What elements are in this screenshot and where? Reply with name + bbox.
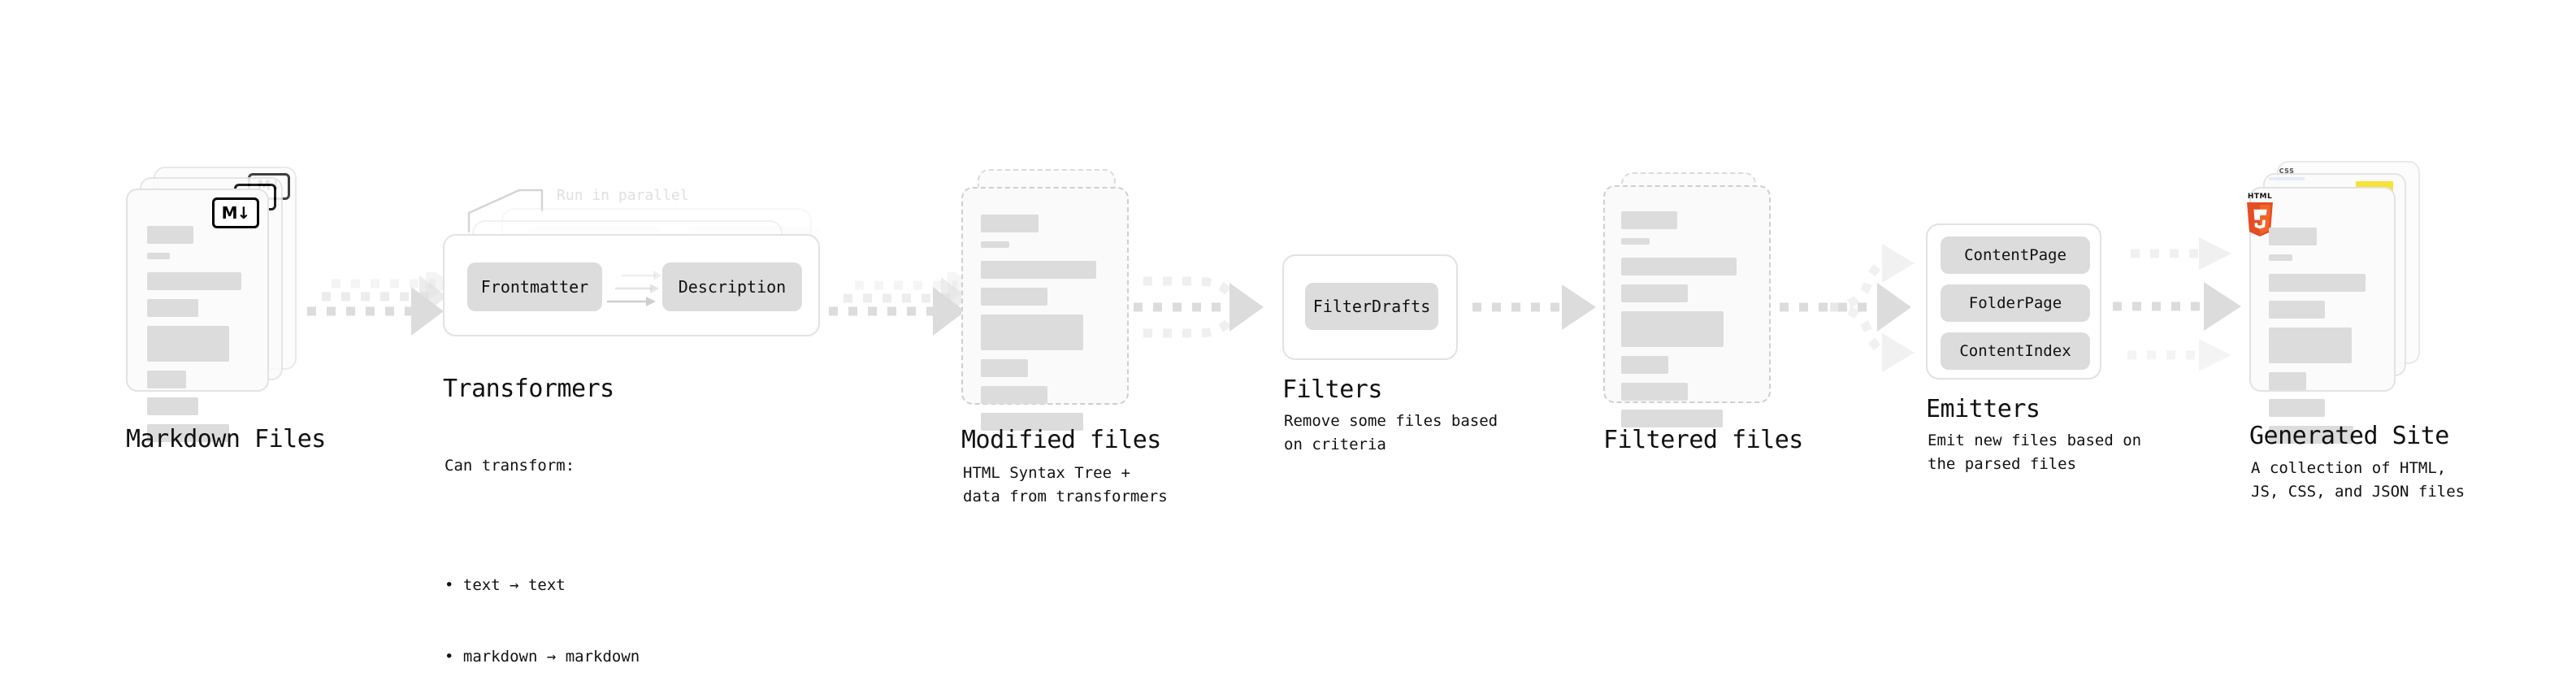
content-bar (981, 241, 1009, 248)
run-in-parallel-label: Run in parallel (557, 187, 689, 204)
markdown-card-stack: M↓ M↓ M↓ (126, 167, 313, 442)
content-bar (147, 424, 229, 442)
stage-title-modified-files: Modified files (961, 426, 1161, 454)
connector-transformers-to-modified (829, 267, 975, 357)
stage-title-generated-site: Generated Site (2249, 422, 2449, 450)
content-bar (147, 326, 229, 362)
markdown-card-front: M↓ (126, 189, 269, 442)
content-bar (2269, 301, 2325, 319)
content-bar (1621, 258, 1737, 275)
content-bar (981, 359, 1029, 377)
content-bar (1621, 311, 1724, 347)
stage-desc-filters: Remove some files based on criteria (1284, 412, 1498, 454)
run-in-parallel-bracket-icon (467, 189, 544, 232)
transformer-node-frontmatter[interactable]: Frontmatter (467, 262, 602, 311)
transformer-node-description[interactable]: Description (662, 262, 802, 311)
content-bar (981, 215, 1039, 232)
stage-title-filters: Filters (1282, 375, 1382, 404)
filtered-card-front (1603, 185, 1771, 427)
transformer-inner-arrows-icon (607, 271, 661, 306)
emitter-node-contentpage[interactable]: ContentPage (1941, 236, 2090, 274)
content-bar (981, 288, 1048, 306)
stage-title-emitters: Emitters (1926, 395, 2040, 423)
stage-emitters: ContentPage FolderPage ContentIndex (1926, 223, 2101, 380)
connector-markdown-to-transformers (307, 266, 453, 357)
content-bar (2269, 426, 2354, 444)
filters-panel: FilterDrafts (1282, 254, 1458, 360)
connector-modified-to-filters (1134, 262, 1284, 371)
html5-badge-icon: HTML (2241, 193, 2279, 236)
content-bar (2269, 228, 2318, 245)
content-bar (147, 397, 198, 415)
stage-modified-files (961, 169, 1140, 431)
modified-card-content (981, 215, 1109, 440)
connector-emitters-to-site (2113, 232, 2255, 381)
markdown-card-content (147, 226, 249, 451)
content-bar (981, 314, 1084, 350)
stage-transformers: Run in parallel Frontmatter (443, 185, 825, 372)
emitter-node-contentindex[interactable]: ContentIndex (1941, 332, 2090, 370)
connector-filtered-to-emitters (1780, 244, 1934, 389)
content-bar (147, 226, 193, 244)
connector-filters-to-filtered (1472, 284, 1602, 345)
content-bar (1621, 410, 1723, 427)
content-bar (981, 261, 1097, 279)
content-bar (2269, 254, 2293, 261)
site-card-front-html: HTML (2247, 187, 2396, 444)
transformers-bullet: • markdown → markdown (445, 648, 640, 666)
transformers-bullet-list: • text → text • markdown → markdown • ht… (445, 526, 640, 681)
modified-card-front (961, 187, 1129, 431)
emitter-node-folderpage[interactable]: FolderPage (1941, 284, 2090, 322)
stage-title-transformers: Transformers (443, 375, 614, 403)
stage-title-markdown-files: Markdown Files (126, 425, 326, 453)
filter-node-filterdrafts[interactable]: FilterDrafts (1305, 283, 1438, 330)
content-bar (147, 371, 186, 388)
content-bar (2269, 327, 2352, 363)
stage-markdown-files: M↓ M↓ M↓ (126, 167, 313, 442)
content-bar (147, 272, 241, 290)
content-bar (2269, 372, 2307, 390)
content-bar (1621, 383, 1688, 401)
stage-desc-modified-files: HTML Syntax Tree + data from transformer… (963, 464, 1168, 506)
filtered-card-content (1621, 211, 1751, 436)
site-card-stack: CSS HTML (2247, 161, 2436, 444)
content-bar (1621, 284, 1688, 302)
content-bar (147, 299, 198, 317)
content-bar (981, 386, 1048, 404)
content-bar (1621, 356, 1668, 374)
stage-desc-generated-site: A collection of HTML, JS, CSS, and JSON … (2251, 459, 2465, 501)
content-bar (1621, 238, 1650, 245)
site-card-content (2269, 228, 2376, 453)
markdown-badge-icon: M↓ (212, 197, 259, 228)
content-bar (1621, 211, 1677, 229)
stage-generated-site: CSS HTML (2247, 161, 2436, 444)
stage-desc-emitters: Emit new files based on the parsed files (1928, 432, 2142, 474)
stage-filters: FilterDrafts (1282, 254, 1458, 360)
stage-filtered-files (1603, 172, 1782, 427)
content-bar (2269, 399, 2325, 417)
content-bar (2269, 274, 2366, 292)
content-bar (147, 253, 170, 259)
stage-title-filtered-files: Filtered files (1603, 426, 1803, 454)
filtered-card-stack (1603, 172, 1782, 427)
emitters-panel: ContentPage FolderPage ContentIndex (1926, 223, 2101, 380)
modified-card-stack (961, 169, 1140, 431)
stage-desc-transformers: Can transform: • text → text • markdown … (445, 406, 640, 681)
transformers-bullet: • text → text (445, 576, 566, 595)
transformer-panel-front: Frontmatter Description (443, 234, 820, 336)
transformers-desc-line: Can transform: (445, 456, 575, 475)
content-bar (981, 413, 1084, 431)
